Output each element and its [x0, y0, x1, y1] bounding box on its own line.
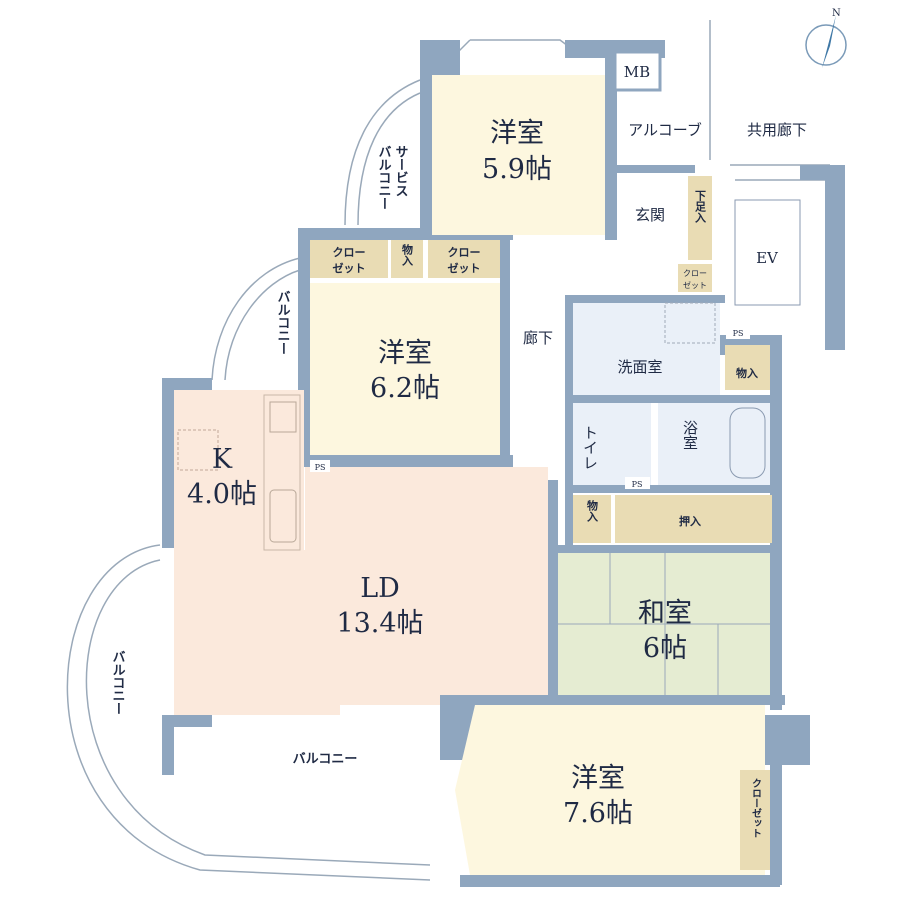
room-name: 洋室: [378, 338, 432, 369]
closet-label: ゼット: [683, 280, 707, 290]
closet-label: クローゼット: [750, 778, 762, 838]
washer-space: [664, 302, 716, 344]
label-mb: MB: [624, 63, 650, 81]
room-kitchen: [174, 390, 304, 550]
room-senmen: [573, 303, 720, 395]
room-size: 4.0帖: [187, 479, 257, 510]
room-name: LD: [360, 573, 400, 604]
compass-icon: N: [805, 8, 847, 68]
kitchen-counter: [263, 394, 301, 551]
label-common-corridor: 共用廊下: [747, 121, 807, 139]
room-name: K: [212, 444, 233, 475]
label-ev: EV: [756, 249, 779, 267]
ps-label: PS: [733, 329, 744, 338]
room-ld: [174, 467, 548, 715]
storage-units: [310, 176, 772, 870]
ps-box: [726, 326, 750, 339]
svg-text:N: N: [832, 8, 841, 19]
storage-label: 物入: [401, 243, 414, 267]
closet-label: クロー: [683, 269, 707, 278]
closet-label: ゼット: [448, 261, 481, 275]
storage-label: 物入: [586, 499, 599, 523]
room-size: 7.6帖: [563, 798, 633, 829]
balcony-outlines: [66, 20, 830, 881]
balcony-label: バルコニー: [376, 145, 392, 210]
shoe-cabinet-label: 下足入: [694, 190, 707, 224]
ps-label: PS: [632, 480, 643, 489]
balcony-label: バルコニー: [293, 752, 358, 767]
room-western-5-9: [432, 75, 605, 235]
storage-label: 物入: [736, 366, 758, 380]
tatami-lines: [558, 553, 770, 695]
bathtub-icon: [729, 407, 766, 479]
room-size: 5.9帖: [482, 154, 552, 185]
room-size: 6帖: [643, 633, 687, 664]
balcony-label: サービス: [393, 145, 409, 197]
room-toilet: [573, 403, 651, 485]
closet-label: ゼット: [333, 261, 366, 275]
elevator: [734, 199, 801, 306]
label-genkan: 玄関: [635, 206, 665, 224]
label-senmen: 洗面室: [617, 358, 662, 376]
balcony-label: バルコニー: [110, 650, 126, 715]
ps-box: [625, 477, 650, 489]
ps-label: PS: [315, 463, 326, 472]
room-name: 洋室: [490, 118, 544, 149]
room-size: 13.4帖: [336, 608, 423, 639]
stove-icon: [269, 401, 297, 433]
closet-label: クロー: [333, 246, 366, 259]
mb-box: [613, 50, 662, 92]
label-alcove: アルコーブ: [628, 121, 702, 139]
room-bath: [658, 403, 770, 485]
balcony-label: バルコニー: [275, 290, 291, 355]
fridge-space: [177, 429, 219, 471]
room-name: 和室: [638, 598, 692, 629]
room-name: 洋室: [571, 763, 625, 794]
closet-label: クロー: [448, 246, 481, 259]
oshiire-label: 押入: [679, 514, 701, 528]
label-toilet: トイレ: [581, 425, 599, 470]
sink-icon: [269, 489, 297, 543]
room-western-7-6: [455, 705, 765, 875]
ps-box: [310, 460, 330, 472]
room-western-6-2: [310, 283, 500, 455]
label-hallway: 廊下: [523, 329, 553, 347]
label-bath: 浴室: [681, 420, 699, 450]
room-size: 6.2帖: [370, 373, 440, 404]
